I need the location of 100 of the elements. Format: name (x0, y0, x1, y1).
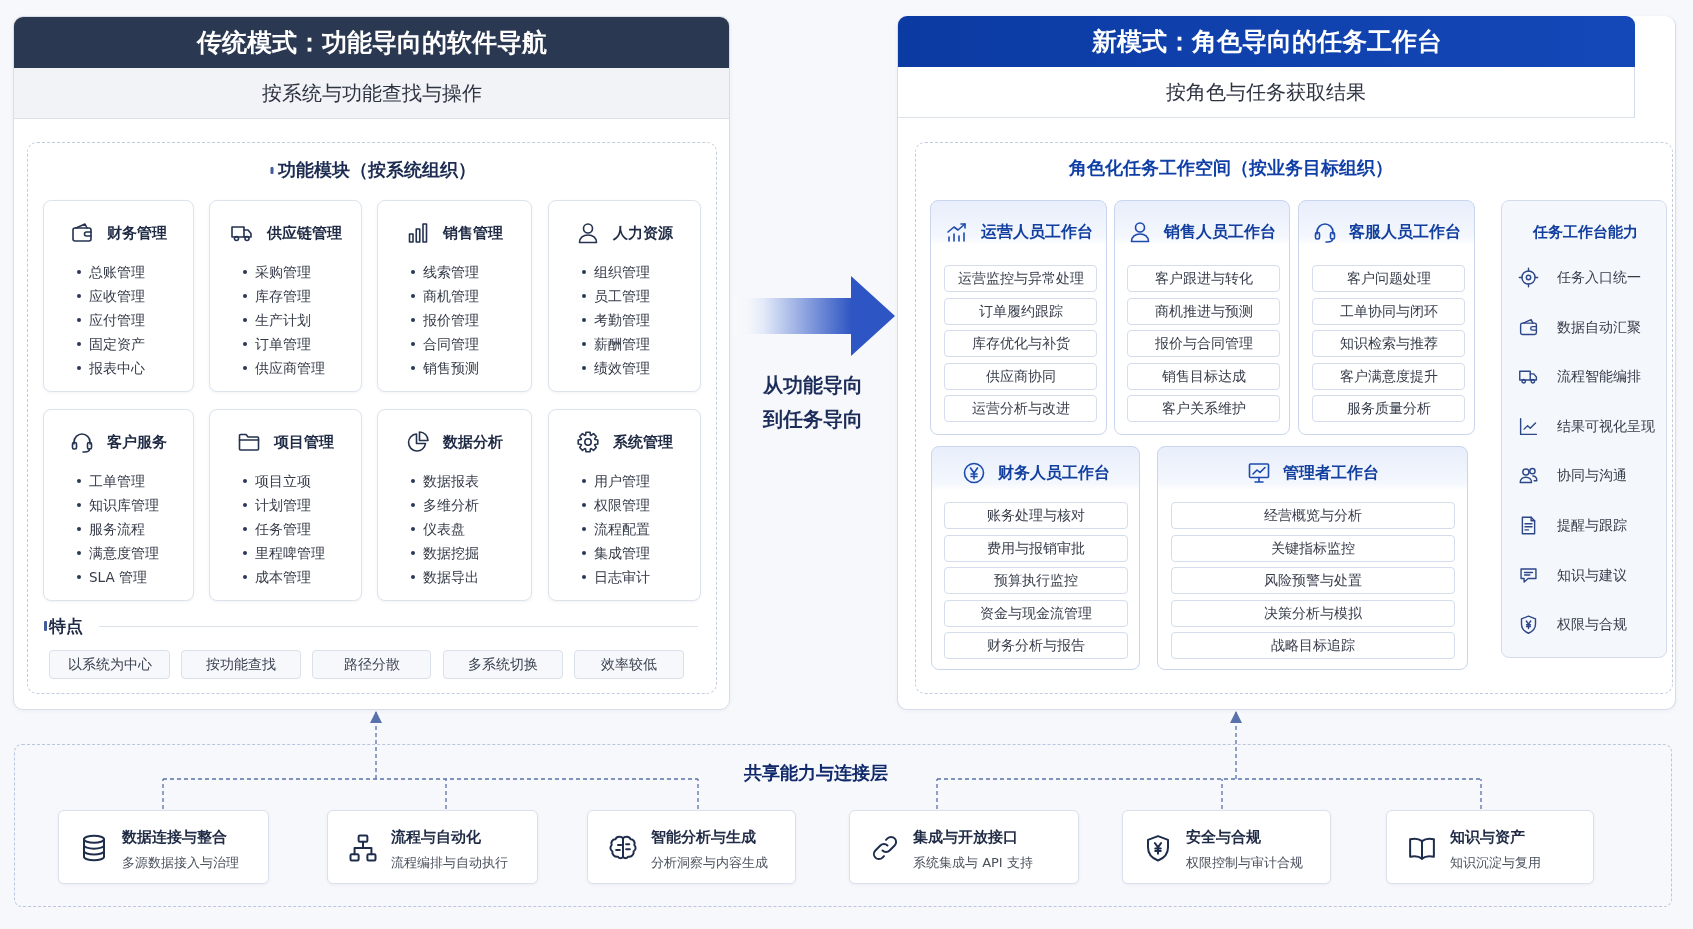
list-item: 考勤管理 (594, 311, 650, 329)
module-card (43, 409, 194, 601)
card-title: 管理者工作台 (1282, 462, 1379, 484)
list-item: 订单管理 (255, 335, 311, 353)
card-subtitle: 流程编排与自动执行 (391, 853, 508, 871)
list-item: 任务管理 (255, 520, 311, 538)
list-item: 报价管理 (423, 311, 479, 329)
card-title: 智能分析与生成 (651, 827, 756, 847)
task-box: 客户满意度提升 (1312, 363, 1465, 390)
list-item: 线索管理 (423, 263, 479, 281)
task-box: 销售目标达成 (1127, 363, 1280, 390)
task-box: 战略目标追踪 (1171, 632, 1455, 659)
card-subtitle: 权限控制与审计合规 (1186, 853, 1303, 871)
list-item: 项目立项 (255, 472, 311, 490)
card-title: 集成与开放接口 (913, 827, 1018, 847)
service-card (849, 810, 1079, 884)
section-title: 共享能力与连接层 (744, 760, 888, 784)
module-card (548, 200, 701, 392)
card-subtitle: 知识沉淀与复用 (1450, 853, 1541, 871)
task-box: 客户跟进与转化 (1127, 265, 1280, 292)
card-subtitle: 多源数据接入与治理 (122, 853, 239, 871)
list-item: 商机管理 (423, 287, 479, 305)
list-item: 多维分析 (423, 496, 479, 514)
list-item: 生产计划 (255, 311, 311, 329)
task-box: 关键指标监控 (1171, 535, 1455, 562)
tag-chip: 以系统为中心 (49, 650, 170, 679)
module-card (209, 409, 362, 601)
task-box: 商机推进与预测 (1127, 298, 1280, 325)
section-heading: 特点 (49, 615, 83, 637)
task-box: 经营概览与分析 (1171, 502, 1455, 529)
workbench-card (930, 200, 1107, 435)
list-item: 供应商管理 (255, 359, 325, 377)
list-item: SLA 管理 (89, 568, 147, 586)
module-card (43, 200, 194, 392)
task-box: 客户关系维护 (1127, 395, 1280, 422)
list-item: 采购管理 (255, 263, 311, 281)
list-item: 薪酬管理 (594, 335, 650, 353)
card-title: 任务工作台能力 (1532, 222, 1638, 242)
list-item: 固定资产 (89, 335, 145, 353)
task-box: 客户问题处理 (1312, 265, 1465, 292)
task-box: 预算执行监控 (944, 567, 1128, 594)
list-item: 员工管理 (594, 287, 650, 305)
task-box: 运营分析与改进 (944, 395, 1097, 422)
task-box: 供应商协同 (944, 363, 1097, 390)
list-item: 仪表盘 (423, 520, 465, 538)
workbench-card (1157, 446, 1468, 670)
workbench-card (931, 446, 1140, 670)
list-item: 应付管理 (89, 311, 145, 329)
list-item: 流程智能编排 (1557, 367, 1641, 385)
tag-chip: 路径分散 (312, 650, 431, 679)
list-item: 数据自动汇聚 (1557, 318, 1641, 336)
list-item: 销售预测 (423, 359, 479, 377)
card-title: 系统管理 (613, 432, 673, 452)
card-title: 销售人员工作台 (1164, 221, 1276, 243)
card-title: 财务管理 (107, 223, 167, 243)
list-item: 数据挖掘 (423, 544, 479, 562)
task-box: 报价与合同管理 (1127, 330, 1280, 357)
card-title: 流程与自动化 (391, 827, 481, 847)
subtitle-bar: 按系统与功能查找与操作 (14, 68, 729, 119)
card-title: 项目管理 (274, 432, 334, 452)
list-item: 集成管理 (594, 544, 650, 562)
list-item: 权限与合规 (1557, 615, 1627, 633)
list-item: 成本管理 (255, 568, 311, 586)
list-item: 流程配置 (594, 520, 650, 538)
task-box: 服务质量分析 (1312, 395, 1465, 422)
list-item: 应收管理 (89, 287, 145, 305)
dashed-arrow (162, 710, 699, 810)
list-item: 用户管理 (594, 472, 650, 490)
module-card (548, 409, 701, 601)
card-title: 人力资源 (613, 223, 673, 243)
list-item: 绩效管理 (594, 359, 650, 377)
list-item: 报表中心 (89, 359, 145, 377)
list-item: 服务流程 (89, 520, 145, 538)
task-box: 费用与报销审批 (944, 535, 1128, 562)
panel (897, 16, 1676, 710)
task-box: 订单履约跟踪 (944, 298, 1097, 325)
list-item: 计划管理 (255, 496, 311, 514)
list-item: 知识与建议 (1557, 566, 1627, 584)
title-bar: 新模式：角色导向的任务工作台 (898, 16, 1635, 67)
task-box: 资金与现金流管理 (944, 600, 1128, 627)
list-item: 合同管理 (423, 335, 479, 353)
list-item: 总账管理 (89, 263, 145, 281)
list-item: 里程啤管理 (255, 544, 325, 562)
card-title: 财务人员工作台 (997, 462, 1110, 484)
task-box: 运营监控与异常处理 (944, 265, 1097, 292)
module-card (377, 409, 532, 601)
list-item: 提醒与跟踪 (1557, 516, 1627, 534)
service-card (1386, 810, 1594, 884)
service-card (587, 810, 796, 884)
tag-chip: 多系统切换 (443, 650, 563, 679)
card-title: 知识与资产 (1450, 827, 1525, 847)
workbench-card (1298, 200, 1475, 435)
capability-card (1501, 200, 1667, 658)
service-card (327, 810, 538, 884)
list-item: 协同与沟通 (1557, 466, 1627, 484)
list-item: 日志审计 (594, 568, 650, 586)
card-title: 客服人员工作台 (1348, 221, 1461, 243)
task-box: 风险预警与处置 (1171, 567, 1455, 594)
card-title: 供应链管理 (266, 223, 342, 243)
task-box: 财务分析与报告 (944, 632, 1128, 659)
